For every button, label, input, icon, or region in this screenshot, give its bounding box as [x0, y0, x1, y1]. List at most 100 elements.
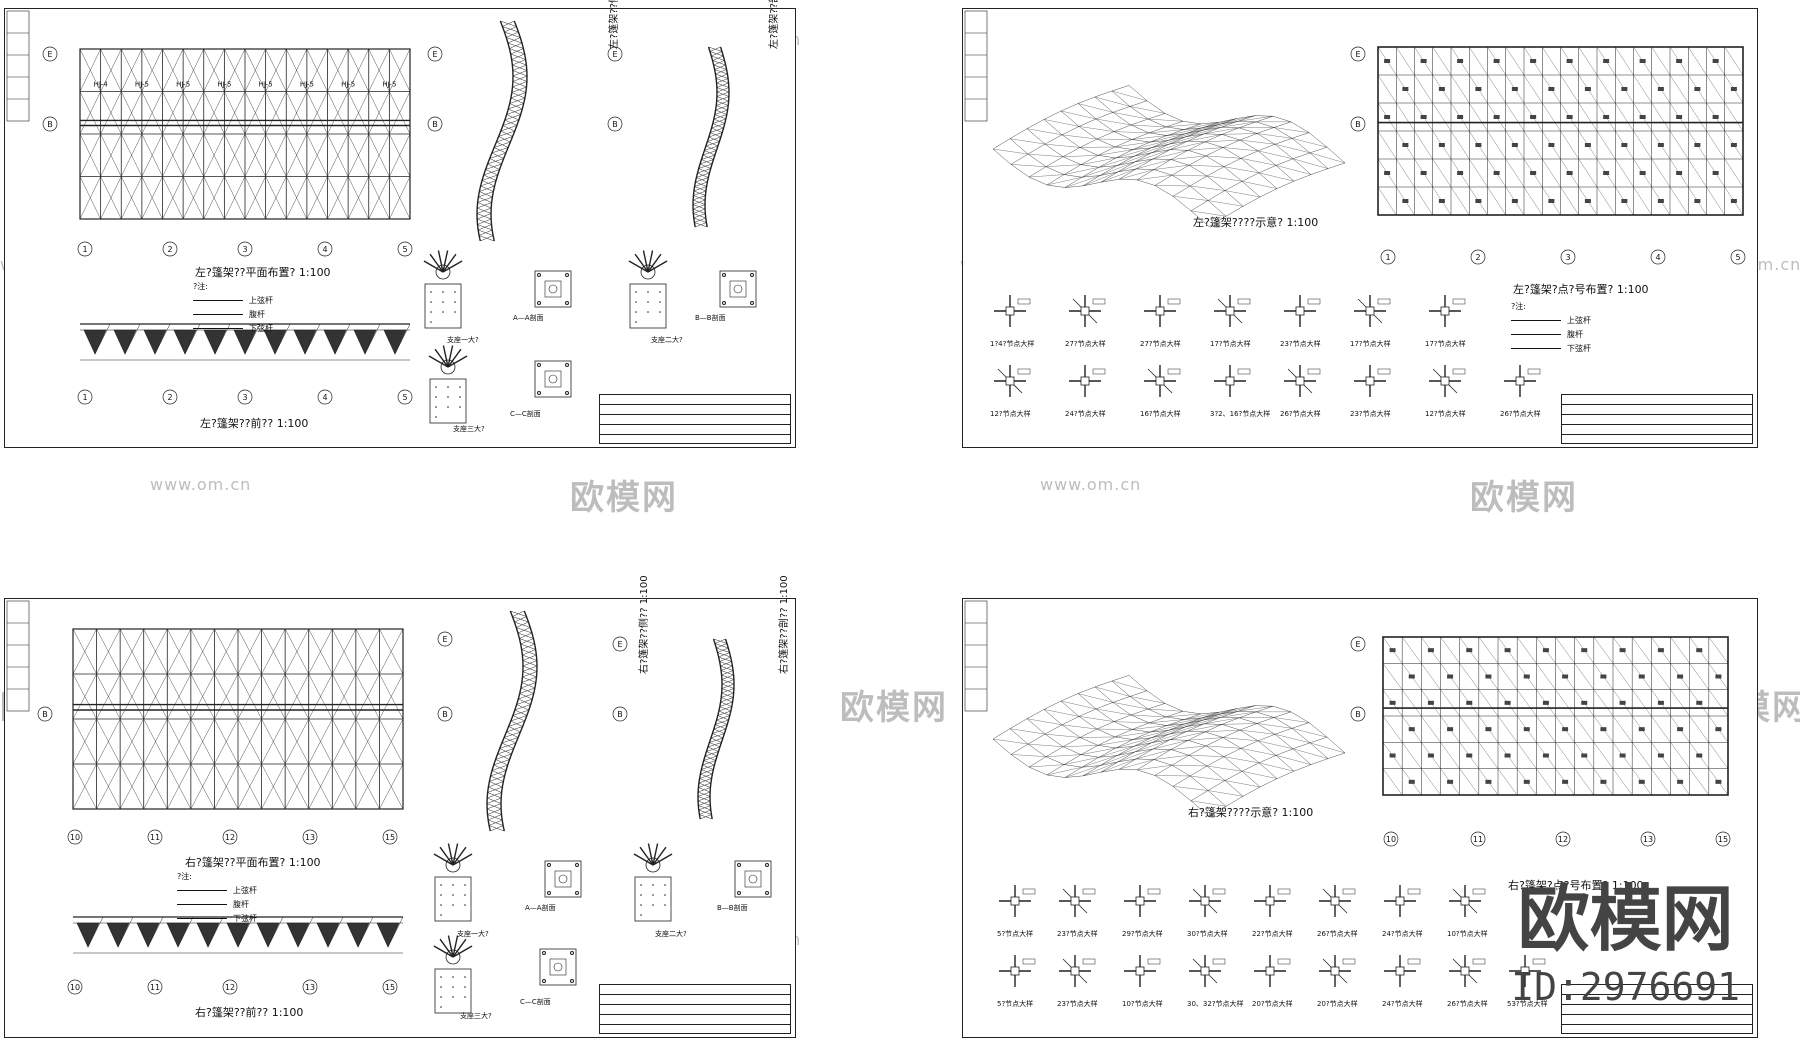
node-brace — [1689, 768, 1709, 796]
web-member — [698, 787, 711, 793]
iso-member — [1205, 745, 1242, 749]
node-brace — [1615, 46, 1634, 76]
brace-member — [72, 673, 97, 720]
iso-member — [1274, 734, 1294, 749]
iso-member — [1099, 761, 1119, 766]
node-brace — [1651, 663, 1671, 690]
iso-member — [1114, 729, 1133, 738]
section-ball — [748, 874, 758, 884]
truss-triangle — [376, 922, 400, 948]
truss-triangle — [316, 922, 340, 948]
joint-callout — [1472, 958, 1486, 965]
node-brace — [1669, 130, 1689, 160]
web-member — [489, 775, 505, 782]
iso-member — [1219, 711, 1239, 715]
axis-label: 11 — [150, 833, 160, 842]
node-brace — [1414, 74, 1433, 104]
web-member — [516, 621, 529, 628]
web-member — [719, 701, 733, 707]
web-member — [721, 683, 735, 689]
rebar-dot — [430, 321, 432, 323]
node-rod — [447, 843, 454, 866]
iso-member — [1118, 168, 1137, 180]
iso-member — [1082, 171, 1119, 187]
node-brace — [1450, 186, 1470, 216]
node-detail-label: 26?节点大样 — [1500, 410, 1541, 418]
iso-member — [1291, 138, 1328, 148]
iso-member — [1256, 133, 1293, 139]
iso-member — [1276, 770, 1295, 779]
axis-bubble — [222, 979, 238, 995]
node-tag — [1657, 753, 1664, 758]
node-rod — [447, 348, 462, 368]
node-tag — [1621, 199, 1628, 203]
brace-member — [214, 763, 239, 810]
iso-member — [1096, 728, 1116, 738]
brace-member — [286, 48, 308, 92]
web-member — [504, 114, 521, 121]
iso-member — [1187, 731, 1206, 741]
web-member — [480, 180, 497, 187]
iso-member — [1185, 133, 1205, 137]
iso-member — [1220, 711, 1239, 718]
joint-plate — [1005, 376, 1015, 386]
iso-member — [1064, 185, 1084, 188]
iso-member — [1100, 171, 1119, 183]
web-member — [477, 218, 492, 225]
iso-member — [1168, 141, 1188, 145]
iso-member — [1183, 717, 1203, 720]
iso-member — [1064, 775, 1084, 778]
watermark-cn: 欧模网 — [1470, 478, 1578, 518]
node-tag — [1584, 87, 1591, 91]
node-tag — [1677, 674, 1684, 679]
iso-member — [1010, 164, 1047, 167]
iso-member — [1272, 116, 1292, 123]
node-tag — [1511, 143, 1518, 147]
brace-member — [96, 628, 121, 675]
node-tag — [1638, 779, 1645, 784]
iso-member — [1064, 765, 1101, 778]
iso-member — [1273, 121, 1292, 128]
bolt-hole — [765, 863, 769, 867]
brace-member — [79, 133, 101, 177]
web-member — [693, 208, 706, 214]
axis-bubble — [162, 241, 178, 257]
brace-member — [355, 628, 380, 675]
section-core — [554, 870, 572, 888]
iso-member — [1113, 131, 1150, 134]
truss-triangle — [113, 329, 137, 355]
node-detail-label: 17?节点大样 — [1425, 340, 1466, 348]
node-tag — [1603, 115, 1610, 119]
axis-bubble — [612, 706, 628, 722]
iso-member — [1292, 748, 1329, 759]
iso-member — [1186, 141, 1206, 143]
iso-member — [1150, 136, 1187, 149]
iso-member — [1026, 718, 1063, 725]
node-detail-label: 26?节点大样 — [1317, 930, 1358, 938]
iso-member — [1182, 121, 1202, 125]
sheet1-support3: 支座三大? — [453, 425, 485, 433]
iso-member — [1238, 717, 1258, 724]
iso-member — [1129, 106, 1166, 114]
rebar-dot — [440, 894, 442, 896]
node-brace — [1523, 186, 1543, 216]
iso-member — [1310, 758, 1329, 765]
iso-member — [1078, 716, 1115, 722]
node-tag — [1402, 143, 1409, 147]
joint-callout — [1407, 888, 1421, 895]
web-member — [485, 163, 502, 170]
brace-member — [224, 176, 246, 220]
web-member — [154, 323, 171, 355]
node-tag — [1566, 115, 1573, 119]
watermark-url: www.om.cn — [1040, 475, 1142, 494]
bolt-hole — [570, 979, 574, 983]
iso-member — [1148, 132, 1168, 136]
iso-member — [1185, 129, 1204, 137]
web-member — [274, 323, 291, 355]
iso-member — [1147, 118, 1184, 122]
iso-member — [1131, 135, 1168, 140]
iso-member — [1129, 690, 1148, 697]
rebar-dot — [464, 884, 466, 886]
node-brace — [1596, 74, 1616, 104]
